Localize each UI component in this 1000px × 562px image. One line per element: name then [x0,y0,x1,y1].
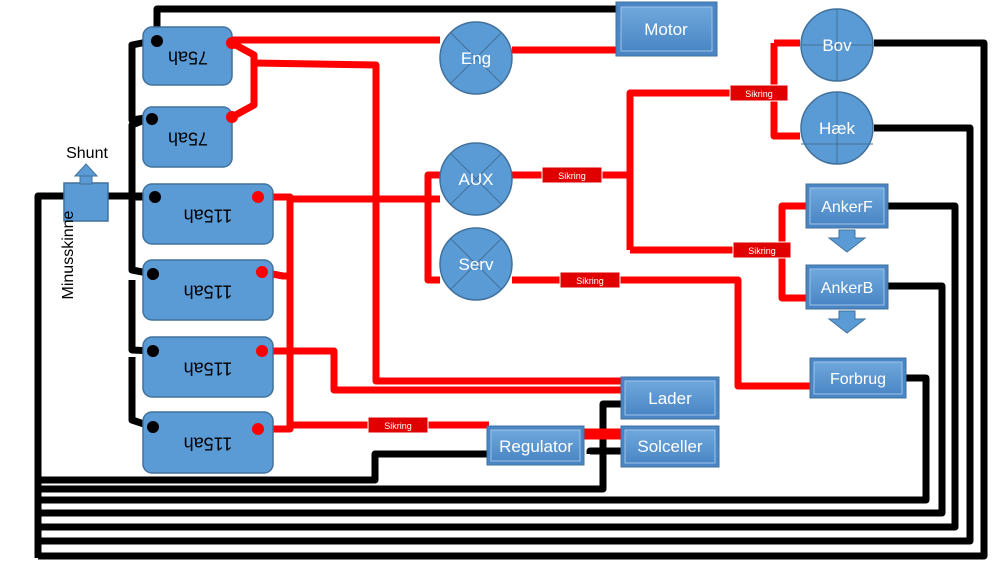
positive-terminal [256,266,268,278]
positive-terminal [252,423,264,435]
positive-terminal [226,37,238,49]
negative-terminal [146,113,158,125]
circle-haek[interactable]: Hæk [800,91,874,165]
eng-label: Eng [461,49,491,68]
serv-label: Serv [459,255,494,274]
arrow-down-icon [827,229,867,253]
circle-serv[interactable]: Serv [439,227,513,301]
fuse-label: Sikring [748,246,776,256]
fuse-label: Sikring [576,276,604,286]
battery-115ah-1[interactable]: 115ah [142,183,274,245]
fuse-serv[interactable]: Sikring [559,271,621,289]
battery-75ah-1[interactable]: 75ah [142,26,233,86]
lader-label: Lader [648,389,692,408]
negative-terminal [147,345,159,357]
fuse-label: Sikring [384,421,412,431]
box-ankerb[interactable]: AnkerB [805,264,889,334]
wire-aux-distribution [626,89,774,250]
wire-115-lader [290,347,621,394]
wire-serv-forbrug [512,276,810,390]
regulator-label: Regulator [499,437,573,456]
fuse-regulator[interactable]: Sikring [367,416,429,434]
negative-terminal [151,35,163,47]
fuse-anker[interactable]: Sikring [732,241,792,259]
ankerb-label: AnkerB [821,280,873,297]
battery-label: 75ah [168,47,208,67]
battery-115ah-4[interactable]: 115ah [142,411,274,474]
wire-75-lader [253,59,621,385]
motor-label: Motor [644,20,688,39]
bus-label: Minusskinne [60,210,77,299]
positive-terminal [256,345,268,357]
solceller-label: Solceller [637,437,703,456]
shunt[interactable]: Shunt [63,145,109,222]
wire-115-bus [258,193,294,433]
battery-bank: 75ah 75ah 115ah 115ah 115ah 115ah [142,26,274,474]
fuse-label: Sikring [745,89,773,99]
wire-shunt-bus [34,192,64,558]
wire-bov-negative [38,39,988,560]
box-motor[interactable]: Motor [615,1,718,57]
haek-label: Hæk [819,119,855,138]
forbrug-label: Forbrug [830,371,886,388]
wire-serv-feed [424,199,440,284]
wire-lader-negative [38,400,621,493]
box-ankerf[interactable]: AnkerF [805,183,889,253]
battery-terminals [146,35,268,435]
wire-regulator-negative [38,450,489,484]
circle-bov[interactable]: Bov [800,8,874,82]
arrow-up-icon [73,163,99,177]
box-regulator[interactable]: Regulator [486,425,585,466]
battery-label: 115ah [184,205,233,225]
arrow-down-icon [827,310,867,334]
fuse-bov-haek[interactable]: Sikring [729,84,789,102]
battery-label: 115ah [184,281,233,301]
negative-terminal [149,191,161,203]
negative-terminal [147,268,159,280]
battery-label: 75ah [168,128,208,148]
wire-haek-negative [38,124,974,545]
battery-label: 115ah [184,358,233,378]
circle-eng[interactable]: Eng [439,21,513,95]
bov-label: Bov [822,36,852,55]
wire-ankerb-negative [38,282,946,517]
ankerf-label: AnkerF [821,199,873,216]
aux-label: AUX [459,170,494,189]
fuse-aux[interactable]: Sikring [541,166,603,184]
shunt-label: Shunt [66,145,108,162]
fuse-label: Sikring [558,171,586,181]
negative-terminal [147,421,159,433]
battery-75ah-2[interactable]: 75ah [142,106,233,168]
wire-solceller-negative [586,447,621,455]
box-solceller[interactable]: Solceller [620,425,720,468]
wire-ankerf-negative [38,202,959,531]
circle-aux[interactable]: AUX [439,142,513,216]
battery-115ah-2[interactable]: 115ah [142,259,274,321]
battery-115ah-3[interactable]: 115ah [142,336,274,398]
wire-aux-serv [424,171,440,199]
positive-terminal [226,111,238,123]
box-lader[interactable]: Lader [620,376,720,420]
positive-wires [230,36,810,440]
box-forbrug[interactable]: Forbrug [809,357,907,399]
battery-label: 115ah [184,433,233,453]
wire-bov-haek [770,43,800,140]
wire-75a-75b [230,39,258,121]
positive-terminal [252,191,264,203]
